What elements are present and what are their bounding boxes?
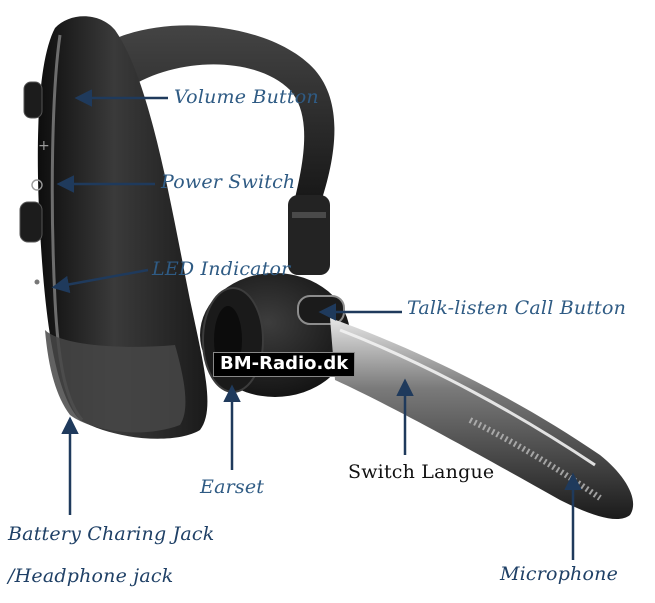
call-button — [297, 295, 345, 325]
label-led-indicator: LED Indicator — [152, 258, 291, 280]
ear-hook — [95, 25, 335, 211]
arrow-led — [51, 268, 149, 294]
hook-stem — [288, 195, 330, 275]
label-switch-langue: Switch Langue — [348, 461, 495, 483]
label-earset: Earset — [200, 476, 265, 498]
led-dot — [34, 279, 40, 285]
label-talk-listen-call-button: Talk-listen Call Button — [407, 297, 627, 319]
volume-rocker — [23, 81, 43, 119]
svg-text:+: + — [38, 138, 50, 154]
label-volume-button: Volume Button — [174, 86, 319, 108]
label-microphone: Microphone — [500, 563, 619, 585]
power-slider — [19, 201, 43, 243]
watermark: BM-Radio.dk — [213, 352, 356, 377]
label-battery-line2: /Headphone jack — [8, 565, 174, 587]
label-power-switch: Power Switch — [161, 171, 296, 193]
label-battery-line1: Battery Charing Jack — [8, 523, 215, 545]
main-body — [37, 16, 208, 439]
microphone-boom — [330, 318, 634, 520]
